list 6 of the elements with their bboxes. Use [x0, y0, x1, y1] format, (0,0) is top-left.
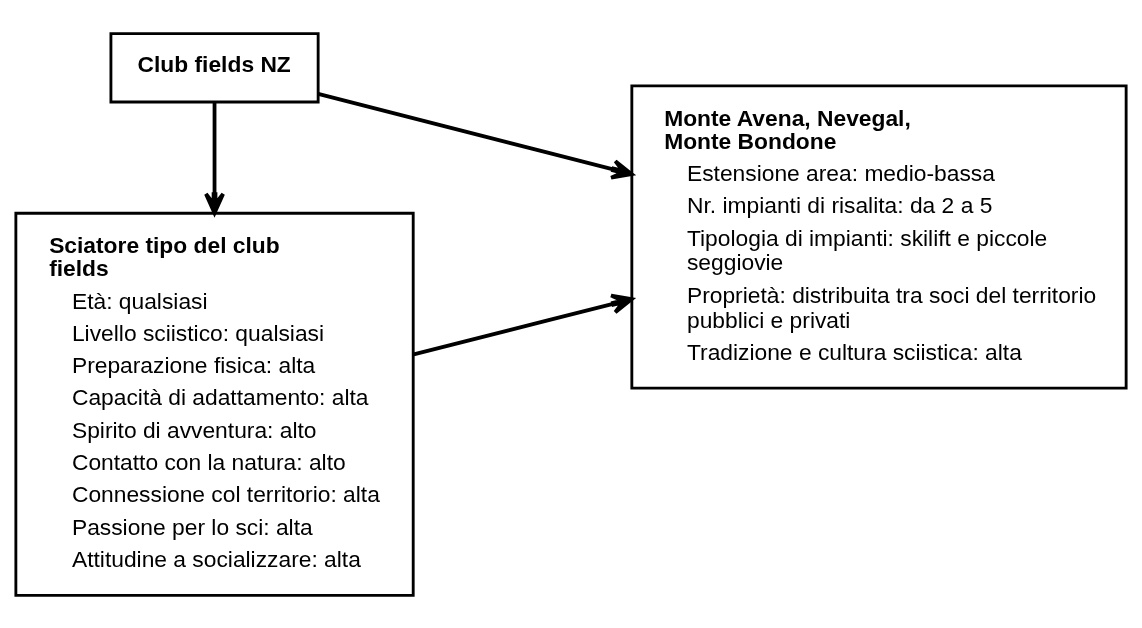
arrow	[204, 101, 225, 215]
arrow	[413, 293, 634, 356]
node-box: Monte Avena, Nevegal, Monte Bondone Estensione area: medio-bassa Nr. impianti di risalita: da 2 a 5 Tipologia di impianti: skilift e piccole seggiovie Proprietà: distribuita tra soci del territorio pubblici e privati Tradizione e cultura sciistica: alta	[630, 83, 1128, 390]
node-box: Sciatore tipo del club fields Età: qualsiasi Livello sciistico: qualsiasi Preparazione fisica: alta Capacità di adattamento: alta Spirito di avventura: alto Contatto con la natura: alto Connessione col territorio: alta Passione per lo sci: alta Attitudine a socializzare: alta	[14, 211, 415, 597]
arrow	[317, 91, 634, 180]
node-box: Club fields NZ	[109, 31, 320, 103]
